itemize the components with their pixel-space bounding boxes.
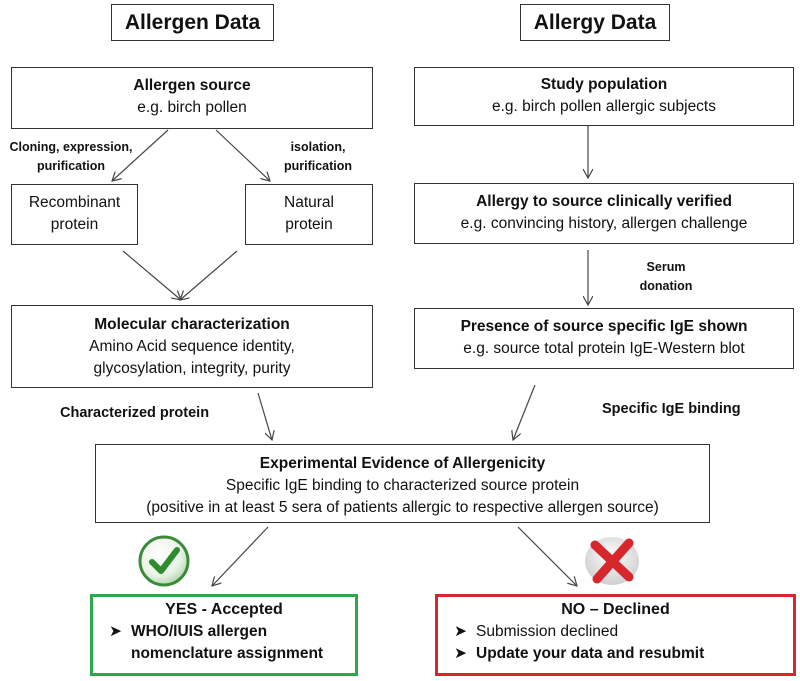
isolation-label: isolation, purification	[268, 138, 368, 176]
allergen-data-header: Allergen Data	[111, 4, 274, 41]
red-x-icon	[585, 537, 639, 585]
natural-line2: protein	[285, 216, 333, 233]
clinical-title: Allergy to source clinically verified	[476, 193, 732, 210]
arrow-bullet-icon: ➤	[109, 623, 122, 640]
arrow-source-to-recombinant	[112, 129, 169, 181]
ige-title: Presence of source specific IgE shown	[460, 318, 748, 335]
isolation-label-line2: purification	[283, 159, 353, 173]
serum-label-line2: donation	[639, 279, 693, 293]
recombinant-protein-box: Recombinant protein	[11, 184, 138, 245]
specific-ige-binding-label: Specific IgE binding	[602, 401, 741, 417]
isolation-label-line1: isolation,	[290, 140, 346, 154]
check-circle-icon	[138, 535, 190, 587]
clinical-example: e.g. convincing history, allergen challe…	[460, 215, 748, 232]
no-bullet-2: ➤ Update your data and resubmit	[438, 643, 793, 665]
molecular-title: Molecular characterization	[94, 316, 290, 333]
yes-title: YES - Accepted	[165, 601, 283, 618]
recombinant-line2: protein	[50, 216, 99, 233]
molecular-line2: glycosylation, integrity, purity	[93, 360, 291, 377]
serum-donation-label: Serum donation	[636, 258, 696, 296]
arrow-ige-to-evidence	[513, 384, 536, 440]
population-title: Study population	[540, 76, 668, 93]
cloning-label-line2: purification	[36, 159, 106, 173]
yes-bullet-line2: nomenclature assignment	[131, 645, 324, 662]
ige-shown-box: Presence of source specific IgE shown e.…	[414, 308, 794, 369]
serum-label-line1: Serum	[646, 260, 686, 274]
no-bullet-1: ➤ Submission declined	[438, 621, 793, 643]
arrow-bullet-icon: ➤	[454, 645, 467, 662]
molecular-characterization-box: Molecular characterization Amino Acid se…	[11, 305, 373, 388]
ige-example: e.g. source total protein IgE-Western bl…	[463, 340, 745, 357]
study-population-box: Study population e.g. birch pollen aller…	[414, 67, 794, 126]
allergen-data-header-text: Allergen Data	[124, 10, 261, 34]
arrow-bullet-icon: ➤	[454, 623, 467, 640]
cloning-label-line1: Cloning, expression,	[9, 140, 133, 154]
arrow-molecular-to-evidence	[257, 392, 272, 440]
allergen-source-box: Allergen source e.g. birch pollen	[11, 67, 373, 129]
arrow-recombinant-to-molecular	[122, 250, 181, 300]
natural-protein-box: Natural protein	[245, 184, 373, 245]
population-example: e.g. birch pollen allergic subjects	[491, 98, 716, 115]
yes-accepted-box: YES - Accepted ➤ WHO/IUIS allergen nomen…	[90, 594, 358, 676]
allergen-source-title: Allergen source	[133, 77, 251, 94]
no-bullet1-text: Submission declined	[476, 623, 619, 640]
evidence-line1: Specific IgE binding to characterized so…	[225, 477, 580, 494]
no-declined-box: NO – Declined ➤ Submission declined ➤ Up…	[435, 594, 796, 676]
evidence-title: Experimental Evidence of Allergenicity	[259, 455, 546, 472]
allergy-data-header: Allergy Data	[520, 4, 670, 41]
natural-line1: Natural	[284, 194, 334, 211]
evidence-line2: (positive in at least 5 sera of patients…	[146, 499, 659, 516]
arrow-evidence-to-no	[517, 526, 577, 586]
molecular-line1: Amino Acid sequence identity,	[89, 338, 295, 355]
recombinant-line1: Recombinant	[28, 194, 121, 211]
clinical-verified-box: Allergy to source clinically verified e.…	[414, 183, 794, 244]
yes-bullet-line1: WHO/IUIS allergen	[131, 623, 268, 640]
allergy-data-header-text: Allergy Data	[533, 10, 657, 34]
no-title: NO – Declined	[561, 601, 670, 618]
arrow-natural-to-molecular	[180, 250, 238, 300]
characterized-protein-label: Characterized protein	[60, 405, 210, 421]
no-bullet2-text: Update your data and resubmit	[476, 645, 705, 662]
arrow-source-to-natural	[215, 129, 270, 181]
arrow-evidence-to-yes	[212, 526, 269, 586]
cloning-label: Cloning, expression, purification	[2, 138, 140, 176]
allergen-source-example: e.g. birch pollen	[137, 99, 247, 116]
yes-bullet-item: ➤ WHO/IUIS allergen nomenclature assignm…	[93, 621, 355, 665]
experimental-evidence-box: Experimental Evidence of Allergenicity S…	[95, 444, 710, 523]
